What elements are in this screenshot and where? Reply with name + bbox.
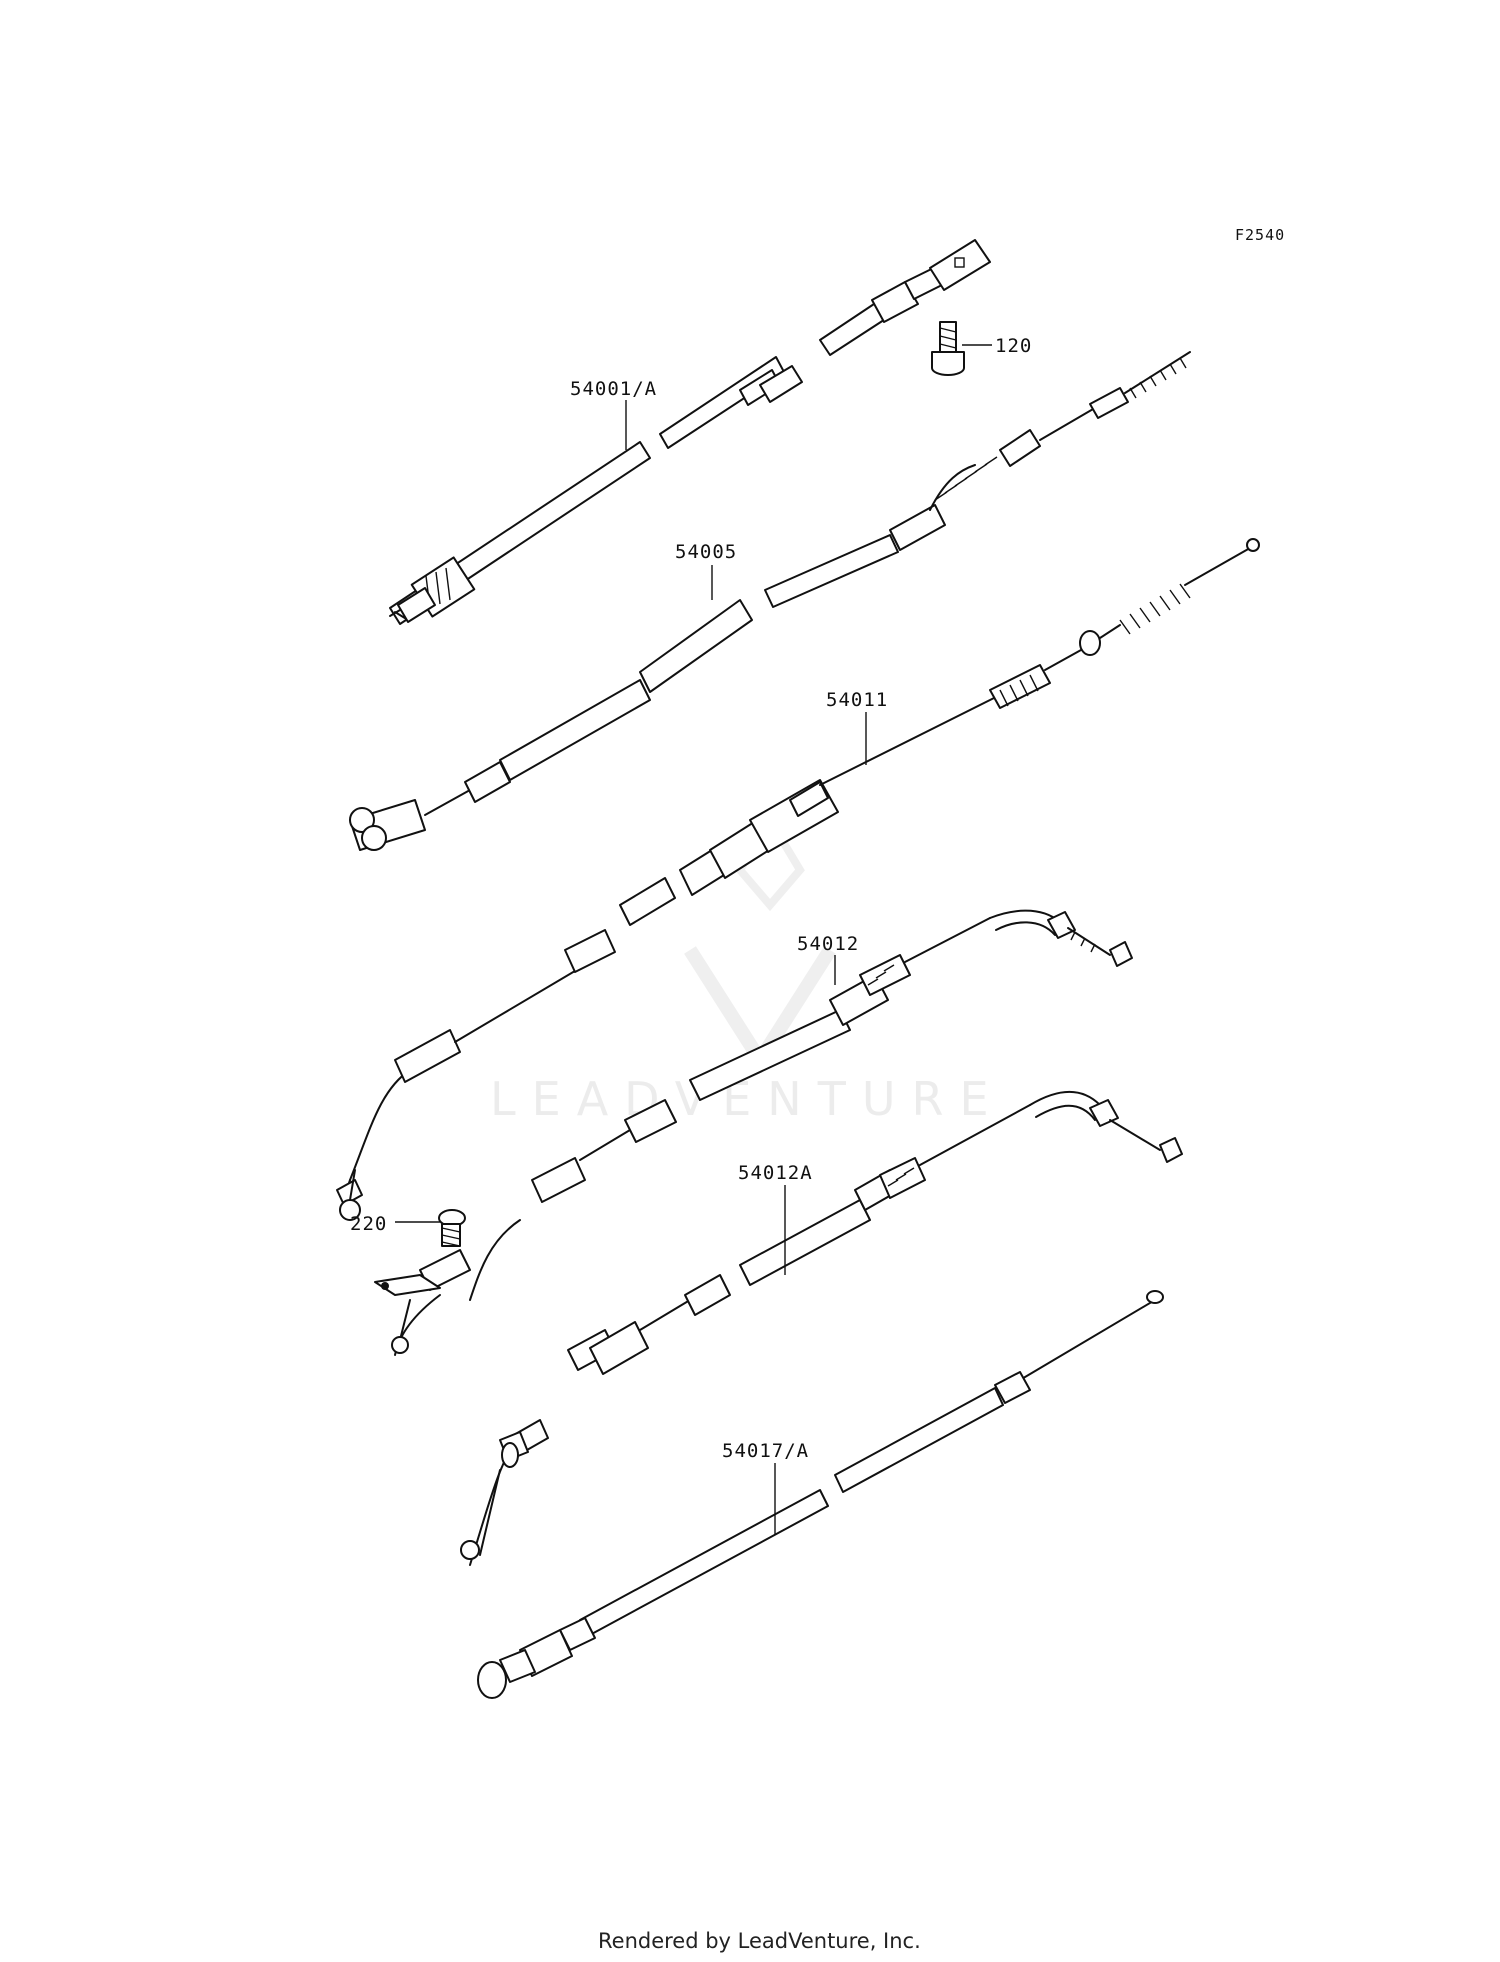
callout-54005: 54005 — [675, 541, 737, 563]
callout-120: 120 — [995, 335, 1032, 357]
cable-54012 — [374, 909, 1133, 1356]
callout-54012a: 54012A — [738, 1162, 813, 1184]
callout-54012: 54012 — [797, 933, 859, 955]
watermark-text: LEADVENTURE — [490, 1072, 1005, 1126]
footer-credit: Rendered by LeadVenture, Inc. — [598, 1929, 921, 1953]
cable-54001a — [389, 239, 991, 625]
callout-54011: 54011 — [826, 689, 888, 711]
cable-54017a — [477, 1290, 1164, 1699]
callout-labels: 120 54001/A 54005 54011 54012 220 54012A… — [350, 335, 1032, 1462]
screw-220 — [438, 1209, 466, 1247]
callout-220: 220 — [350, 1213, 387, 1235]
figure-reference: F2540 — [1235, 226, 1285, 244]
bolt-120 — [931, 321, 965, 376]
watermark-logo: LEADVENTURE — [490, 812, 1005, 1126]
cable-54012a — [460, 1090, 1183, 1566]
callout-54017a: 54017/A — [722, 1440, 809, 1462]
cable-54011 — [336, 538, 1260, 1221]
cable-54005 — [349, 351, 1191, 851]
callout-leaders — [395, 344, 992, 1535]
callout-54001a: 54001/A — [570, 378, 657, 400]
